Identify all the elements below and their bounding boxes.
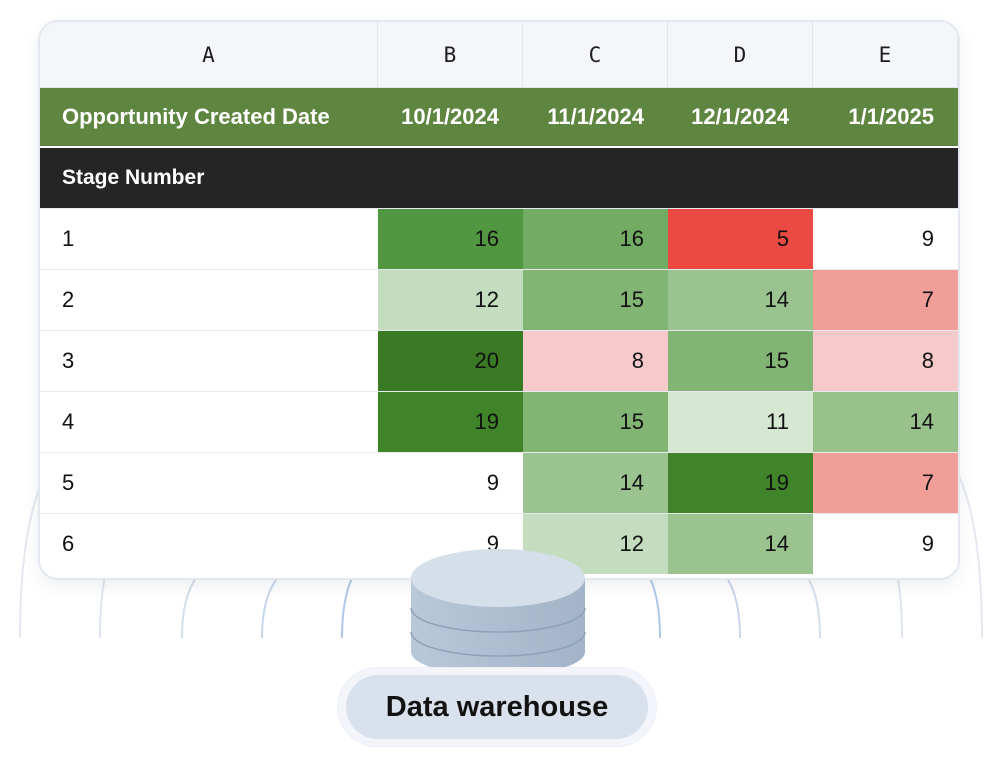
column-header-a[interactable]: A: [40, 22, 378, 88]
header-cell-date[interactable]: 12/1/2024: [668, 88, 813, 148]
value-cell[interactable]: 14: [523, 452, 668, 513]
value-cell[interactable]: 7: [813, 452, 958, 513]
spreadsheet: A B C D E Opportunity Created Date 10/1/…: [40, 22, 958, 578]
header-cell-opportunity-created-date[interactable]: Opportunity Created Date: [40, 88, 378, 148]
stage-number-row[interactable]: Stage Number: [40, 148, 958, 208]
header-cell-date[interactable]: 11/1/2024: [523, 88, 668, 148]
row-label-cell[interactable]: 2: [40, 269, 378, 330]
spreadsheet-grid: A B C D E Opportunity Created Date 10/1/…: [40, 22, 958, 574]
header-cell-date[interactable]: 1/1/2025: [813, 88, 958, 148]
value-cell[interactable]: 16: [378, 208, 523, 269]
value-cell[interactable]: 14: [813, 391, 958, 452]
row-label-cell[interactable]: 1: [40, 208, 378, 269]
row-label-cell[interactable]: 6: [40, 513, 378, 574]
value-cell[interactable]: 15: [523, 269, 668, 330]
value-cell[interactable]: 5: [668, 208, 813, 269]
value-cell[interactable]: 15: [668, 330, 813, 391]
value-cell[interactable]: 8: [813, 330, 958, 391]
header-cell-date[interactable]: 10/1/2024: [378, 88, 523, 148]
value-cell[interactable]: 14: [668, 513, 813, 574]
value-cell[interactable]: 15: [523, 391, 668, 452]
value-cell[interactable]: 9: [813, 513, 958, 574]
value-cell[interactable]: 19: [668, 452, 813, 513]
data-warehouse-label[interactable]: Data warehouse: [346, 675, 648, 739]
column-header-d[interactable]: D: [668, 22, 813, 88]
value-cell[interactable]: 8: [523, 330, 668, 391]
value-cell[interactable]: 9: [378, 452, 523, 513]
row-label-cell[interactable]: 5: [40, 452, 378, 513]
row-label-cell[interactable]: 4: [40, 391, 378, 452]
column-header-b[interactable]: B: [378, 22, 523, 88]
row-label-cell[interactable]: 3: [40, 330, 378, 391]
value-cell[interactable]: 12: [378, 269, 523, 330]
database-icon: [410, 549, 586, 674]
value-cell[interactable]: 20: [378, 330, 523, 391]
value-cell[interactable]: 19: [378, 391, 523, 452]
value-cell[interactable]: 14: [668, 269, 813, 330]
value-cell[interactable]: 9: [813, 208, 958, 269]
value-cell[interactable]: 11: [668, 391, 813, 452]
column-header-e[interactable]: E: [813, 22, 958, 88]
column-header-c[interactable]: C: [523, 22, 668, 88]
value-cell[interactable]: 7: [813, 269, 958, 330]
value-cell[interactable]: 16: [523, 208, 668, 269]
